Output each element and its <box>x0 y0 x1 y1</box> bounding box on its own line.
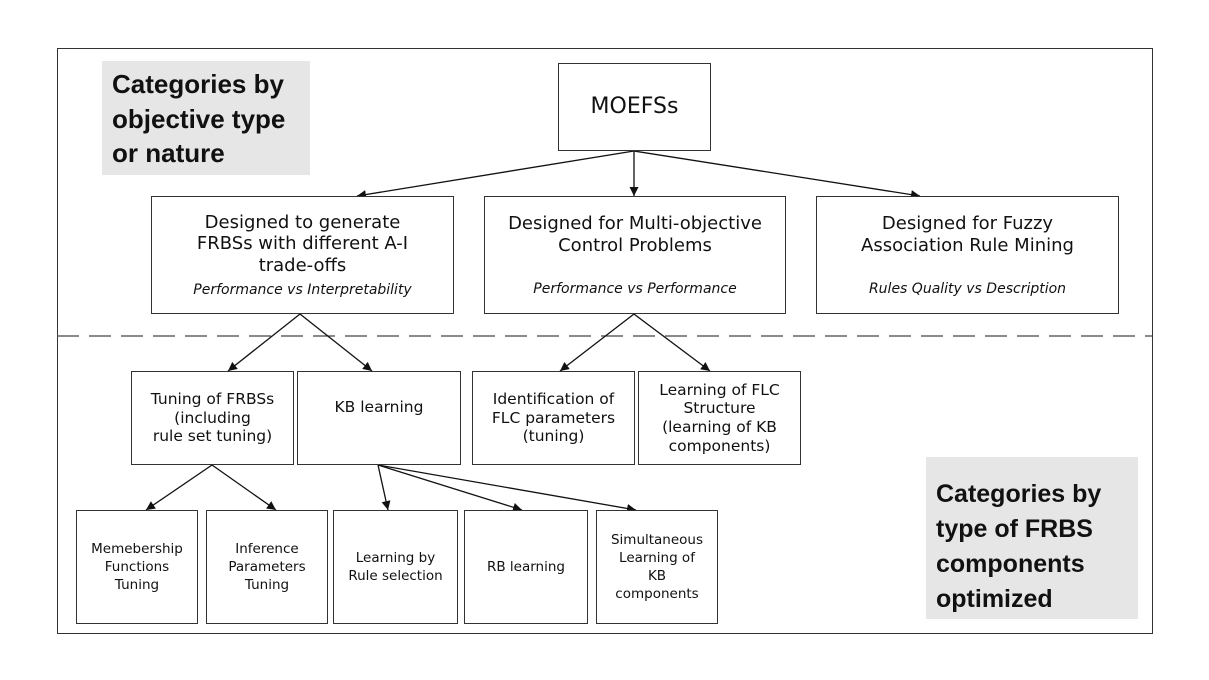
node-label: RB learning <box>486 558 565 575</box>
arrow-frbs-to-tuning <box>227 313 301 372</box>
node-tuning-of-frbss: Tuning of FRBSs (including rule set tuni… <box>131 371 294 465</box>
arrow-frbs-to-kb <box>299 313 373 372</box>
arrow-control-to-structure <box>633 313 711 372</box>
node-learning-by-rule-selection: Learning by Rule selection <box>333 510 458 624</box>
diagram-frame <box>57 48 1153 634</box>
node-title: Designed for Multi-objective Control Pro… <box>508 213 762 256</box>
category-label-objective: Categories by objective type or nature <box>102 61 310 175</box>
node-designed-for-association-rule-mining: Designed for Fuzzy Association Rule Mini… <box>816 196 1119 314</box>
node-label: Learning by Rule selection <box>348 549 443 584</box>
arrow-kb-to-rb <box>377 464 523 512</box>
root-node-label: MOEFSs <box>590 93 679 119</box>
arrow-control-to-identification <box>559 313 635 372</box>
node-label: Simultaneous Learning of KB components <box>610 531 704 603</box>
node-label: Inference Parameters Tuning <box>228 540 306 594</box>
node-identification-of-flc-parameters: Identification of FLC parameters (tuning… <box>472 371 635 465</box>
node-membership-functions-tuning: Memebership Functions Tuning <box>76 510 198 624</box>
node-label: Learning of FLC Structure (learning of K… <box>659 380 780 455</box>
node-simultaneous-learning-of-kb-components: Simultaneous Learning of KB components <box>596 510 718 624</box>
node-subtitle: Performance vs Performance <box>533 280 737 297</box>
root-node-moefss: MOEFSs <box>558 63 711 151</box>
arrow-root-to-frbs <box>356 150 635 199</box>
arrow-kb-to-simultaneous <box>377 464 637 513</box>
node-title: Designed to generate FRBSs with differen… <box>196 211 409 276</box>
node-label: Tuning of FRBSs (including rule set tuni… <box>150 390 275 446</box>
node-title: Designed for Fuzzy Association Rule Mini… <box>861 213 1074 256</box>
node-label: Identification of FLC parameters (tuning… <box>491 390 616 446</box>
node-label: KB learning <box>334 398 424 416</box>
node-inference-parameters-tuning: Inference Parameters Tuning <box>206 510 328 624</box>
category-label-components: Categories by type of FRBS components op… <box>926 457 1138 619</box>
arrow-tuning-to-inference <box>211 464 277 511</box>
node-designed-for-control-problems: Designed for Multi-objective Control Pro… <box>484 196 786 314</box>
node-designed-for-frbs-tradeoffs: Designed to generate FRBSs with differen… <box>151 196 454 314</box>
arrow-tuning-to-membership <box>145 464 213 511</box>
arrow-kb-to-rule-selection <box>377 464 391 511</box>
node-rb-learning: RB learning <box>464 510 588 624</box>
node-kb-learning: KB learning <box>297 371 461 465</box>
arrow-root-to-association <box>633 150 921 200</box>
node-subtitle: Performance vs Interpretability <box>193 282 412 299</box>
node-subtitle: Rules Quality vs Description <box>868 280 1067 297</box>
node-learning-of-flc-structure: Learning of FLC Structure (learning of K… <box>638 371 801 465</box>
node-label: Memebership Functions Tuning <box>91 540 183 594</box>
